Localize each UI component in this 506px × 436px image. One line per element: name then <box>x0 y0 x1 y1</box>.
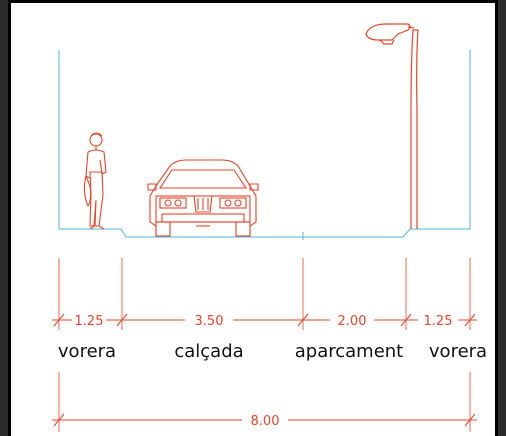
zone-label-calcada: calçada <box>174 341 243 362</box>
dimension-calcada: 3.50 <box>195 314 224 329</box>
dimension-total: 8.00 <box>251 414 280 429</box>
zone-label-vorera-left: vorera <box>58 341 116 362</box>
dimension-aparcament: 2.00 <box>338 314 367 329</box>
profile-line <box>58 50 471 238</box>
car-front-icon <box>147 159 259 237</box>
zone-label-aparcament: aparcament <box>295 341 404 362</box>
witness-lines <box>58 258 471 432</box>
street-lamp-icon <box>365 23 419 229</box>
zone-label-vorera-right: vorera <box>429 341 487 362</box>
street-profile <box>58 50 471 240</box>
dimension-vorera-right: 1.25 <box>424 314 453 329</box>
dimension-vorera-left: 1.25 <box>75 314 104 329</box>
dimension-line-total <box>52 413 477 427</box>
dimension-line-partial <box>52 313 477 327</box>
pedestrian-icon <box>83 132 107 230</box>
